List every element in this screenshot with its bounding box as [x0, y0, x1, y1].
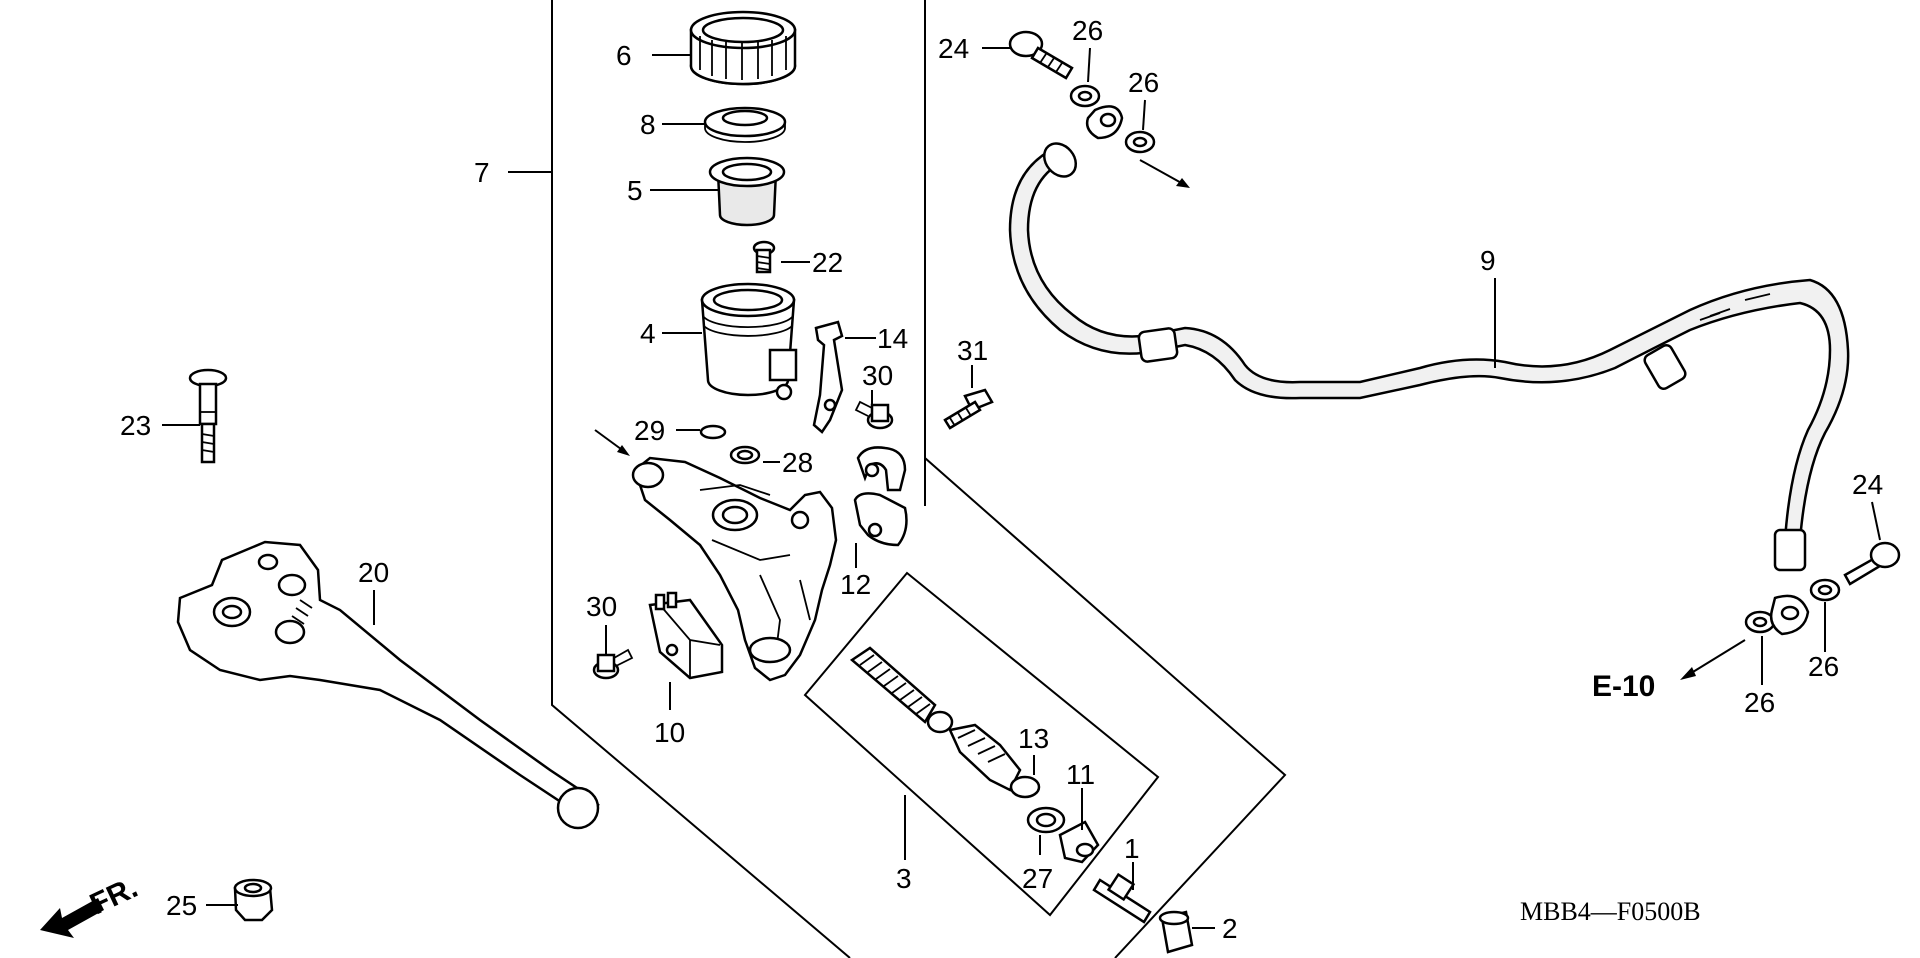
o-rings [699, 424, 761, 465]
label-31: 31 [957, 335, 988, 366]
label-27: 27 [1022, 863, 1053, 894]
label-28: 28 [782, 447, 813, 478]
reservoir [700, 282, 798, 401]
leader-lines [162, 47, 1881, 929]
master-cylinder-body [631, 456, 838, 682]
part-labels: 6 8 5 22 4 14 30 31 29 28 12 7 30 10 23 … [85, 15, 1883, 944]
label-11: 11 [1066, 759, 1095, 790]
label-14: 14 [877, 323, 908, 354]
assembly-boundary [551, 0, 1287, 958]
label-2: 2 [1222, 913, 1238, 944]
label-10: 10 [654, 717, 685, 748]
e10-reference-arrow [1680, 639, 1746, 680]
label-5: 5 [627, 175, 643, 206]
lower-hose-fittings [1744, 541, 1901, 636]
label-3: 3 [896, 863, 912, 894]
diaphragm [708, 156, 786, 227]
section-reference: E-10 [1592, 670, 1655, 703]
label-9: 9 [1480, 245, 1496, 276]
small-screw [752, 240, 776, 274]
label-29: 29 [634, 415, 665, 446]
mounting-screw-upper [854, 400, 894, 430]
brake-light-switch [648, 591, 724, 680]
label-26-lower-a: 26 [1808, 651, 1839, 682]
label-30-upper: 30 [862, 360, 893, 391]
piston-kit-box [803, 571, 1160, 917]
reservoir-cap [689, 10, 797, 86]
label-23: 23 [120, 410, 151, 441]
label-20: 20 [358, 557, 389, 588]
bleeder [1092, 872, 1152, 924]
front-direction-arrow [40, 898, 104, 938]
brake-lever [176, 540, 600, 830]
reservoir-stay [812, 320, 844, 434]
label-8: 8 [640, 109, 656, 140]
pivot-bolt [188, 368, 228, 464]
label-26-upper-b: 26 [1128, 67, 1159, 98]
bleeder-cap [1158, 910, 1194, 954]
brake-hose [1008, 142, 1850, 572]
diaphragm-plate [703, 106, 787, 143]
label-24-lower: 24 [1852, 469, 1883, 500]
clamp-bolt [943, 388, 994, 430]
label-26-upper-a: 26 [1072, 15, 1103, 46]
label-24-upper: 24 [938, 33, 969, 64]
label-13: 13 [1018, 723, 1049, 754]
mounting-screw-lower [592, 648, 634, 680]
pivot-nut [233, 878, 274, 922]
upper-hose-fittings [1008, 30, 1156, 154]
piston-kit-parts [849, 646, 1100, 864]
label-6: 6 [616, 40, 632, 71]
label-7: 7 [474, 157, 490, 188]
label-26-lower-b: 26 [1744, 687, 1775, 718]
diagram-code: MBB4—F0500B [1520, 897, 1701, 926]
flow-arrows [594, 159, 1190, 456]
label-30-lower: 30 [586, 591, 617, 622]
label-25: 25 [166, 890, 197, 921]
label-4: 4 [640, 318, 656, 349]
master-cylinder-holder [853, 446, 908, 547]
label-1: 1 [1124, 833, 1140, 864]
label-22: 22 [812, 247, 843, 278]
label-12: 12 [840, 569, 871, 600]
